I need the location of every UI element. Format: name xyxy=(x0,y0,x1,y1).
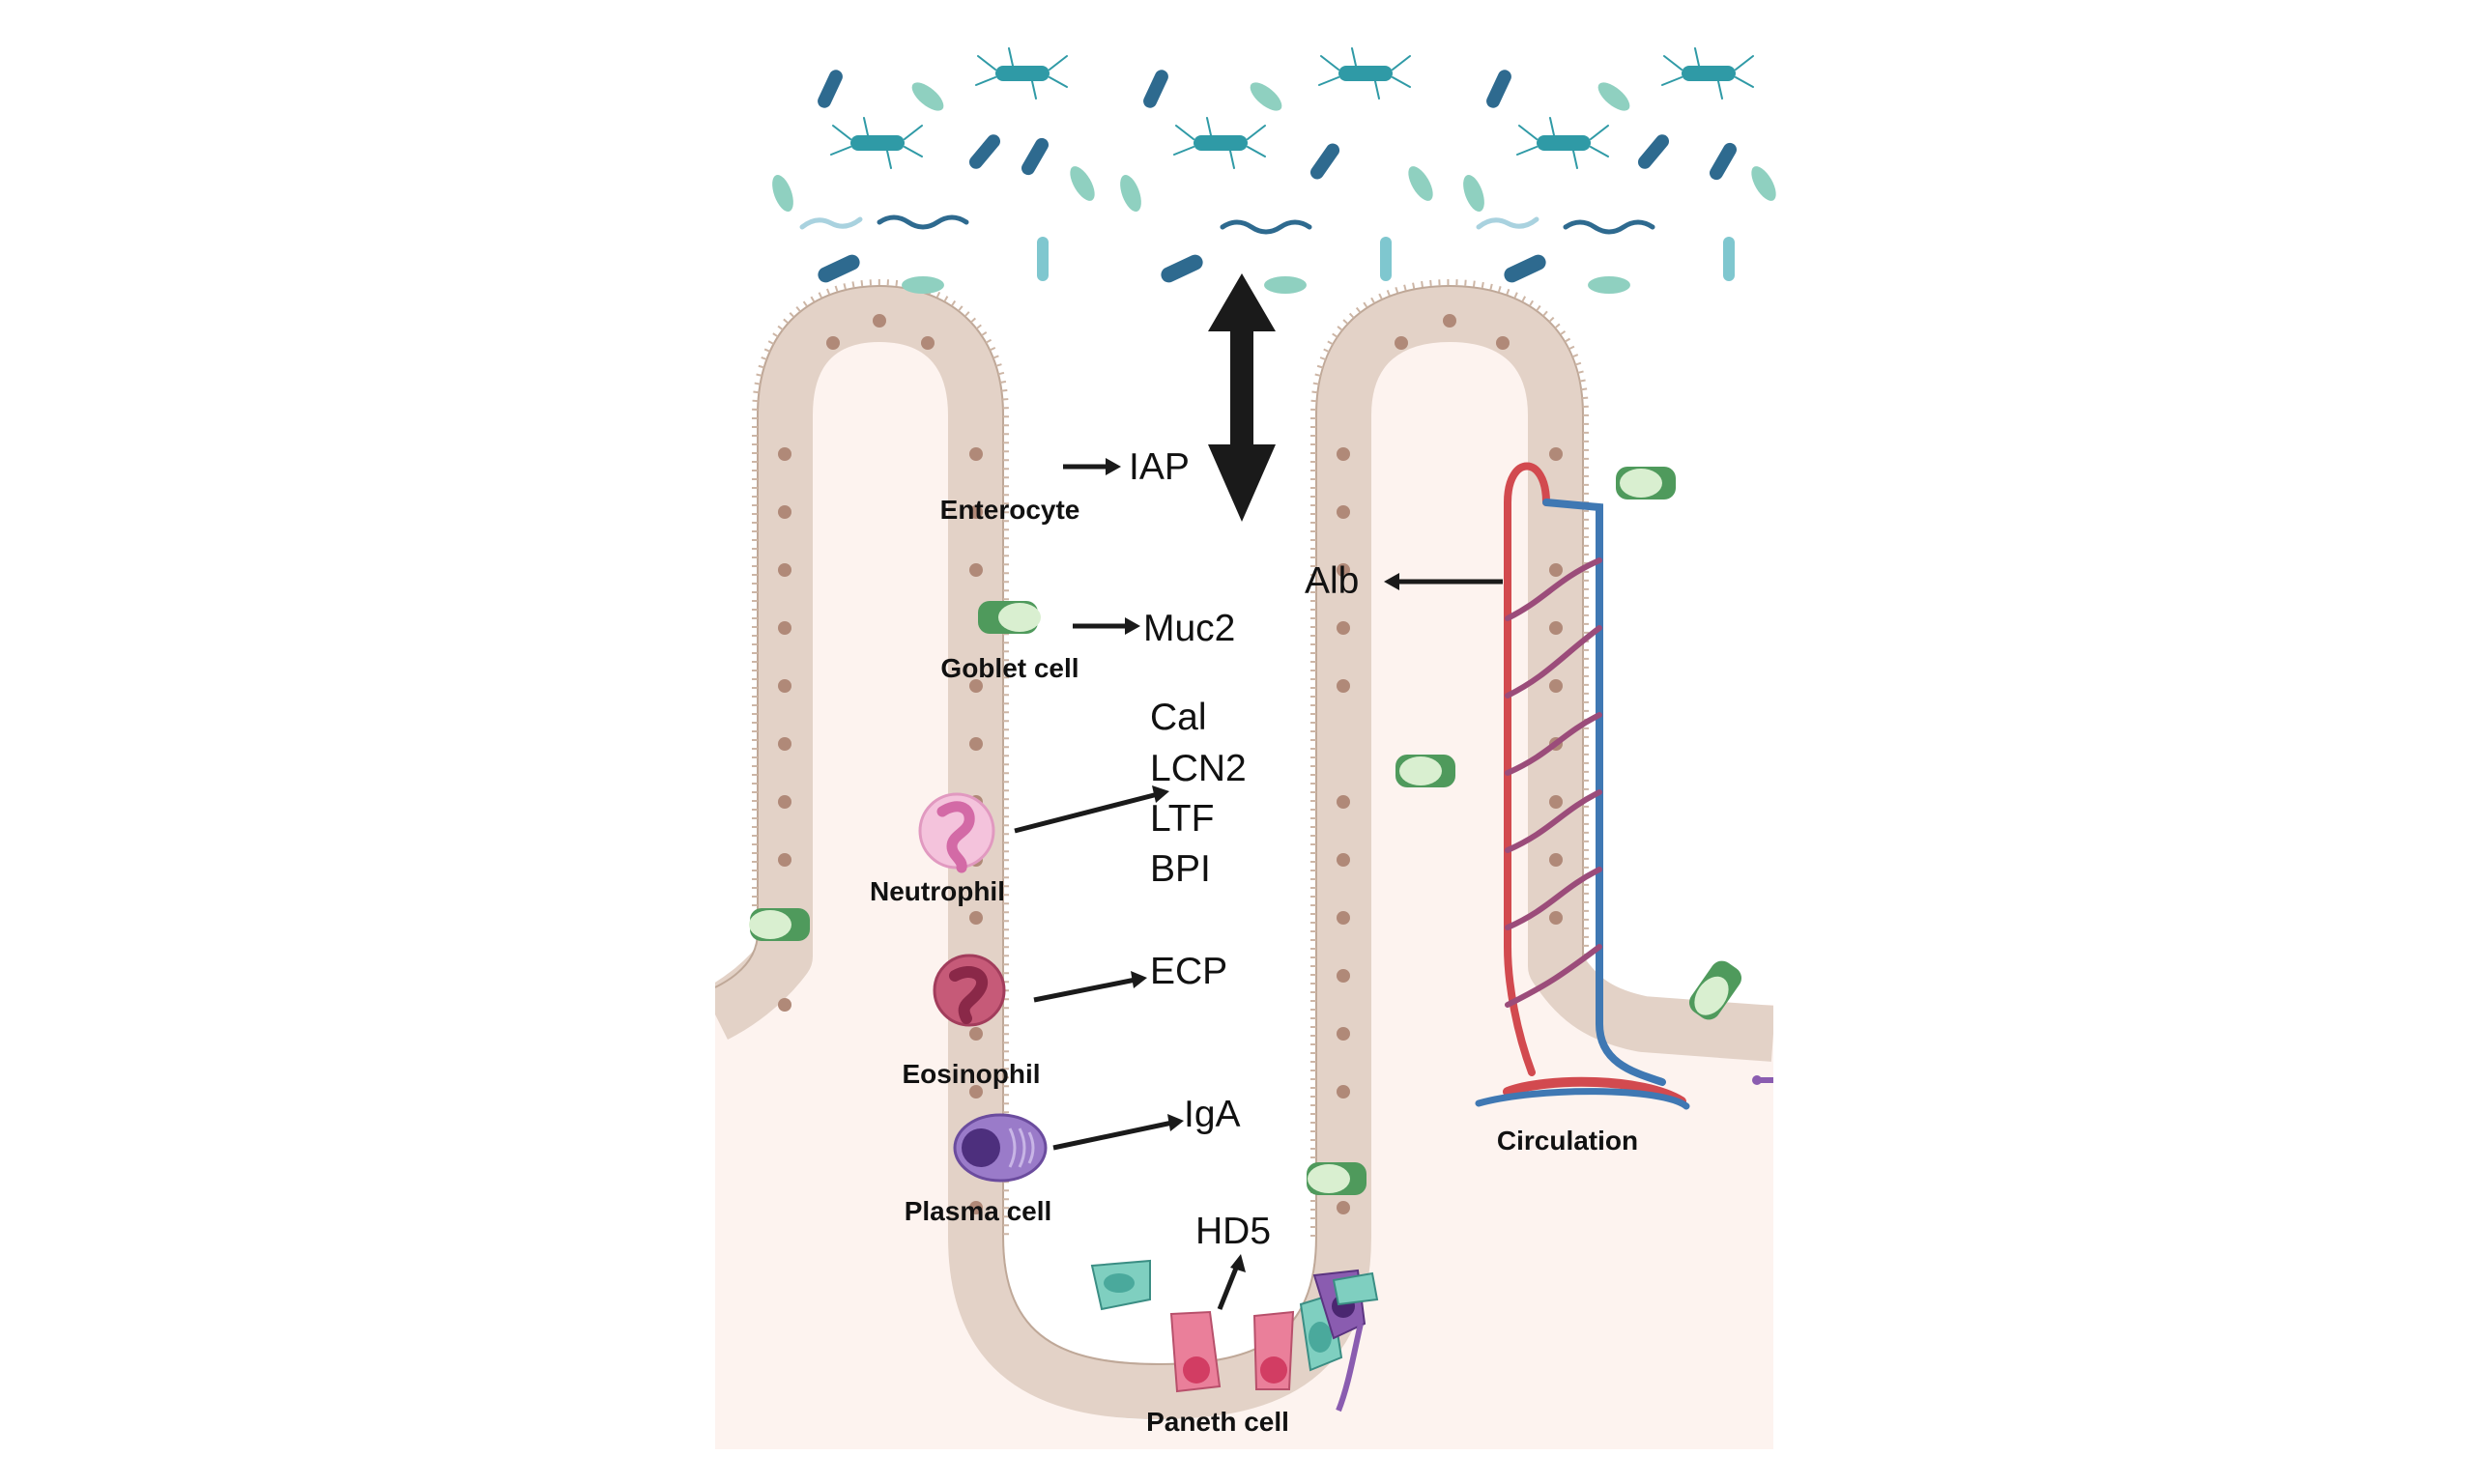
label-ecp: ECP xyxy=(1150,951,1227,992)
label-alb: Alb xyxy=(1305,560,1359,602)
epithelium xyxy=(715,278,1773,1419)
label-cal: Cal xyxy=(1150,697,1207,738)
label-iga: IgA xyxy=(1184,1094,1241,1135)
label-lcn2: LCN2 xyxy=(1150,748,1247,789)
double-arrow-icon xyxy=(1208,273,1276,522)
crypt-base-cells xyxy=(1090,1075,1773,1413)
label-goblet-cell: Goblet cell xyxy=(940,653,1079,683)
label-plasma-cell: Plasma cell xyxy=(905,1196,1052,1226)
neutrophil-icon xyxy=(918,792,995,873)
label-eosinophil: Eosinophil xyxy=(902,1059,1040,1089)
label-hd5: HD5 xyxy=(1195,1211,1271,1252)
label-ltf: LTF xyxy=(1150,798,1214,840)
label-circulation: Circulation xyxy=(1497,1126,1638,1156)
bacteria-icon xyxy=(772,47,1776,294)
secretion-arrows xyxy=(1014,458,1503,1310)
label-bpi: BPI xyxy=(1150,848,1211,890)
label-neutrophil: Neutrophil xyxy=(870,876,1005,906)
goblet-cell-icon xyxy=(749,467,1741,1195)
label-enterocyte: Enterocyte xyxy=(940,495,1080,525)
label-muc2: Muc2 xyxy=(1143,608,1235,649)
label-paneth-cell: Paneth cell xyxy=(1146,1407,1289,1437)
plasma-cell-icon xyxy=(953,1113,1048,1183)
label-iap: IAP xyxy=(1129,446,1190,488)
eosinophil-icon xyxy=(933,954,1006,1027)
blood-vessel-icon xyxy=(1475,462,1690,1110)
